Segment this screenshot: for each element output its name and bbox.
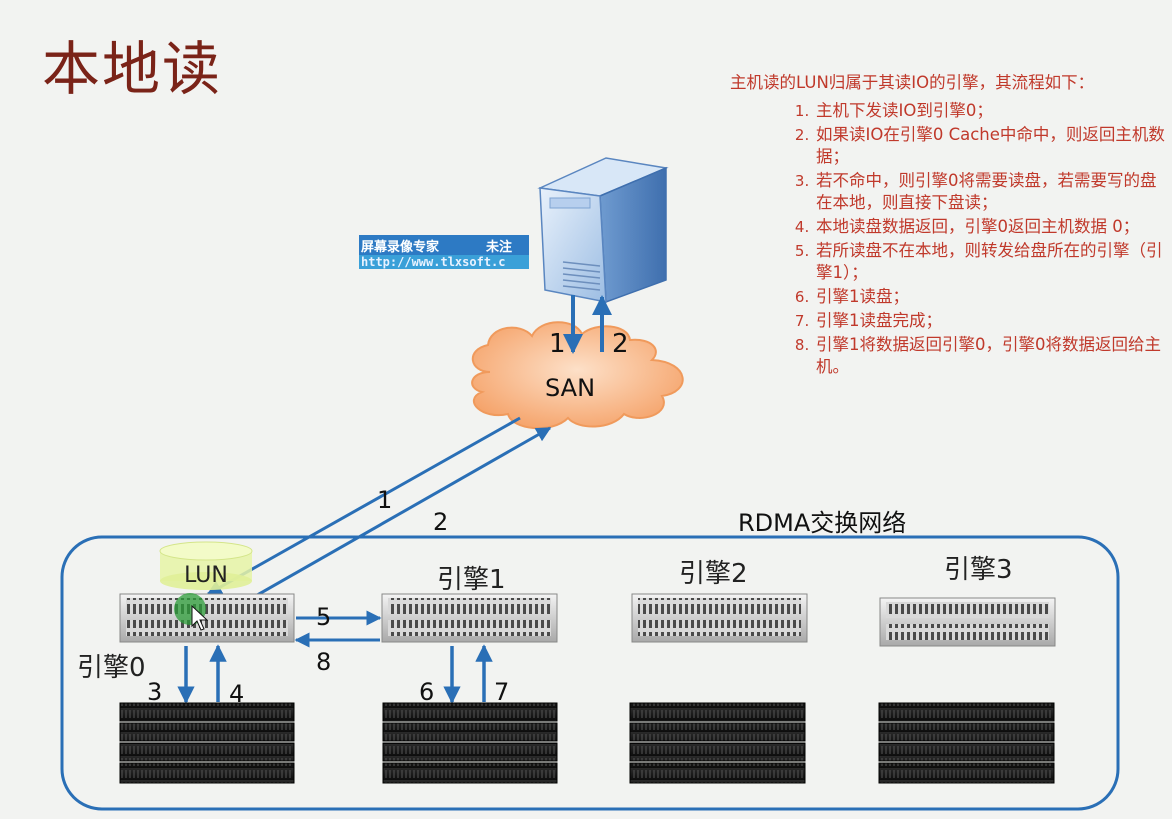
- step-item: 引擎1将数据返回引擎0，引擎0将数据返回给主机。: [814, 334, 1170, 378]
- arrow-label: 2: [612, 329, 629, 359]
- engine-2-label: 引擎2: [679, 559, 748, 589]
- lun-label: LUN: [184, 563, 228, 588]
- watermark-line-2: http://www.tlxsoft.c: [359, 255, 529, 269]
- arrow-label: 5: [316, 603, 331, 631]
- engine-3-label: 引擎3: [944, 555, 1013, 585]
- disk-enclosure-2: [629, 702, 806, 784]
- recorder-watermark: 屏幕录像专家 未注 http://www.tlxsoft.c: [359, 235, 529, 269]
- step-item: 若不命中，则引擎0将需要读盘，若需要写的盘在本地，则直接下盘读；: [814, 170, 1170, 214]
- engine-3-chassis: [879, 597, 1056, 647]
- arrow-engine0-to-san: [251, 426, 552, 600]
- watermark-line-1: 屏幕录像专家 未注: [361, 240, 512, 255]
- host-server-icon: [537, 157, 669, 304]
- disk-enclosure-0: [119, 702, 295, 784]
- mouse-cursor-icon: [191, 604, 209, 631]
- notes-intro: 主机读的LUN归属于其读IO的引擎，其流程如下：: [730, 73, 1095, 92]
- rdma-network-label: RDMA交换网络: [738, 509, 906, 537]
- step-item: 引擎1读盘；: [814, 286, 1170, 308]
- arrow-label: 2: [433, 508, 448, 536]
- disk-enclosure-3: [878, 702, 1055, 784]
- arrow-label: 4: [229, 680, 244, 708]
- arrow-label: 1: [549, 329, 566, 359]
- arrow-label: 7: [494, 678, 509, 706]
- process-notes: 主机读的LUN归属于其读IO的引擎，其流程如下： 主机下发读IO到引擎0； 如果…: [730, 72, 1170, 380]
- step-item: 本地读盘数据返回，引擎0返回主机数据 0；: [814, 216, 1170, 238]
- engine-1-label: 引擎1: [437, 565, 506, 595]
- arrow-label: 8: [316, 648, 331, 676]
- rdma-network-boundary: [60, 535, 1120, 811]
- step-item: 若所读盘不在本地，则转发给盘所在的引擎（引擎1）；: [814, 240, 1170, 284]
- san-label: SAN: [545, 374, 595, 402]
- lun-disk-icon: LUN: [159, 541, 253, 590]
- arrow-label: 3: [147, 678, 162, 706]
- arrow-label: 1: [377, 486, 392, 514]
- engine-0-chassis: [119, 593, 295, 643]
- engine-0-label: 引擎0: [77, 653, 146, 683]
- slide-title: 本地读: [42, 35, 223, 103]
- engine-2-chassis: [631, 593, 808, 643]
- step-item: 引擎1读盘完成；: [814, 310, 1170, 332]
- step-item: 主机下发读IO到引擎0；: [814, 100, 1170, 122]
- engine-1-chassis: [381, 593, 558, 643]
- disk-enclosure-1: [382, 702, 558, 784]
- step-item: 如果读IO在引擎0 Cache中命中，则返回主机数据；: [814, 124, 1170, 168]
- arrow-san-to-engine0: [206, 416, 521, 596]
- san-cloud-icon: SAN: [471, 321, 684, 430]
- arrow-label: 6: [419, 678, 434, 706]
- steps-list: 主机下发读IO到引擎0； 如果读IO在引擎0 Cache中命中，则返回主机数据；…: [730, 100, 1170, 378]
